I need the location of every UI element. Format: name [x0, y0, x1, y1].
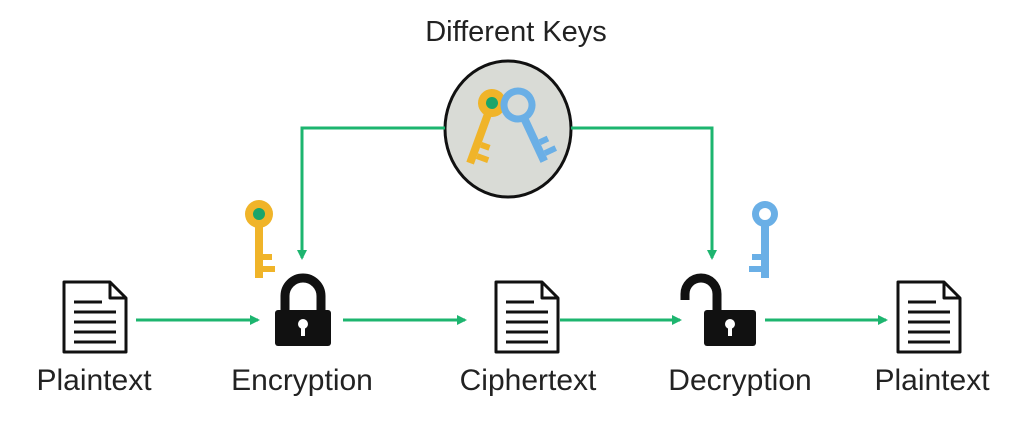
ciphertext-label: Ciphertext — [459, 364, 597, 397]
key-distribution-connectors — [297, 126, 717, 260]
plaintext-output-label: Plaintext — [874, 364, 990, 397]
encryption-label: Encryption — [231, 364, 373, 397]
plaintext-input-document-icon — [62, 280, 128, 354]
padlock-closed-icon — [275, 273, 331, 346]
plaintext-input-label: Plaintext — [36, 364, 152, 397]
padlock-open-icon — [680, 273, 756, 346]
blue-key-icon — [749, 201, 778, 278]
decryption-label: Decryption — [668, 364, 812, 397]
plaintext-output-document-icon — [896, 280, 962, 354]
gold-key-icon — [245, 200, 275, 278]
ciphertext-document-icon — [494, 280, 560, 354]
diagram-title: Different Keys — [425, 16, 607, 48]
keys-icon — [443, 59, 573, 199]
